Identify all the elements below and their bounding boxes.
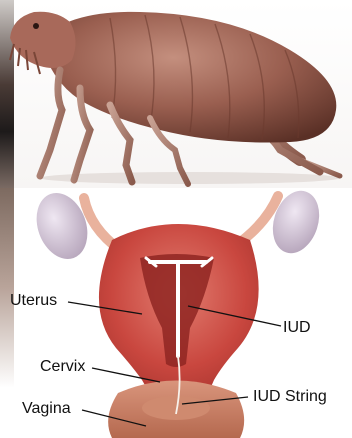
iud-label: IUD bbox=[283, 319, 311, 337]
flea-eye bbox=[33, 23, 39, 29]
vagina-label: Vagina bbox=[22, 400, 71, 418]
cervix-opening bbox=[142, 396, 210, 420]
cervix-label: Cervix bbox=[40, 358, 85, 376]
flea-head bbox=[10, 12, 76, 68]
flea-photo bbox=[0, 0, 352, 188]
iud-diagram: Uterus IUD Cervix IUD String Vagina bbox=[0, 188, 352, 438]
iud-string-label: IUD String bbox=[253, 388, 327, 406]
uterus-label: Uterus bbox=[10, 292, 57, 310]
flea-illustration bbox=[0, 0, 352, 188]
